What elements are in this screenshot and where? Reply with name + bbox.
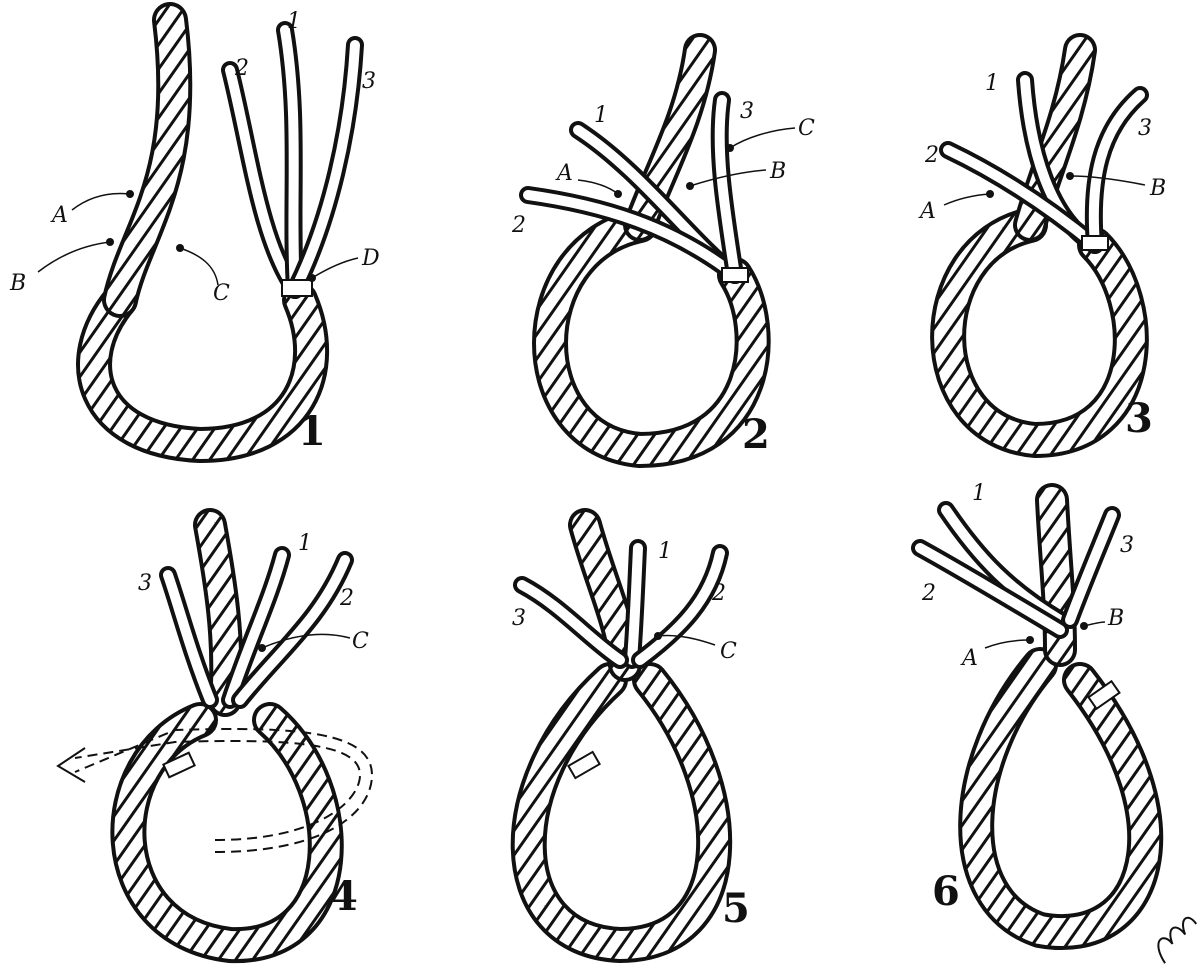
step-number: 3 xyxy=(1125,395,1153,442)
point-marker xyxy=(654,632,662,640)
point-label: B xyxy=(769,159,786,184)
strand-label: 3 xyxy=(512,606,526,631)
step-number: 6 xyxy=(932,868,960,915)
standing-part xyxy=(210,525,226,700)
rope-eye-loop xyxy=(529,680,714,945)
point-label: C xyxy=(352,629,369,654)
whipping xyxy=(1082,236,1108,250)
point-label: B xyxy=(1149,176,1166,201)
strand-label: 1 xyxy=(658,539,672,564)
whipping xyxy=(568,752,599,778)
panel-6: 1 2 3 A B 6 xyxy=(920,481,1145,932)
point-marker xyxy=(308,274,316,282)
strand-label: 1 xyxy=(972,481,986,506)
step-number: 1 xyxy=(298,408,326,455)
strand-label: 2 xyxy=(921,581,936,606)
strand-label: 2 xyxy=(511,213,526,238)
strand-label: 3 xyxy=(1120,533,1134,558)
step-number: 2 xyxy=(742,411,770,458)
strand-label: 3 xyxy=(362,69,376,94)
whipping xyxy=(282,280,312,296)
panel-3: 1 2 3 A B 3 xyxy=(918,50,1166,442)
point-label: A xyxy=(555,161,573,186)
standing-part xyxy=(120,20,174,300)
strand-label: 2 xyxy=(924,143,939,168)
strand-label: 3 xyxy=(138,571,152,596)
point-label: D xyxy=(361,246,380,271)
panel-1: 1 2 3 A B C D 1 xyxy=(9,9,380,455)
panel-4: 1 2 3 C 4 xyxy=(58,525,372,945)
rope-eye-loop xyxy=(128,720,325,945)
unlaid-strands xyxy=(920,510,1112,630)
point-marker xyxy=(726,144,734,152)
point-label: A xyxy=(918,199,936,224)
point-marker xyxy=(1066,172,1074,180)
point-marker xyxy=(614,190,622,198)
point-marker xyxy=(176,244,184,252)
point-label: C xyxy=(213,281,230,306)
strand-label: 2 xyxy=(339,586,354,611)
step-number: 5 xyxy=(722,885,750,932)
unlaid-strands xyxy=(168,555,345,700)
point-label: B xyxy=(9,271,26,296)
point-label: B xyxy=(1107,606,1124,631)
artist-signature xyxy=(1151,911,1197,965)
rope-eye-loop xyxy=(94,300,311,445)
strand-label: 3 xyxy=(1138,116,1152,141)
unlaid-strands xyxy=(528,100,735,275)
rope-eye-loop xyxy=(976,665,1145,932)
point-marker xyxy=(1080,622,1088,630)
strand-label: 2 xyxy=(234,56,249,81)
point-label: A xyxy=(50,203,68,228)
strand-label: 1 xyxy=(594,103,608,128)
strand-label: 3 xyxy=(740,99,754,124)
panel-5: 1 2 3 C 5 xyxy=(512,525,750,945)
rope-eye-loop xyxy=(948,225,1131,440)
point-label: C xyxy=(720,639,737,664)
point-marker xyxy=(106,238,114,246)
strand-label: 1 xyxy=(985,71,999,96)
point-marker xyxy=(258,644,266,652)
point-label: A xyxy=(960,646,978,671)
point-marker xyxy=(1026,636,1034,644)
whipping xyxy=(722,268,748,282)
point-marker xyxy=(686,182,694,190)
step-number: 4 xyxy=(330,873,358,920)
point-label: C xyxy=(798,116,815,141)
point-marker xyxy=(126,190,134,198)
point-marker xyxy=(986,190,994,198)
strand-label: 1 xyxy=(298,531,312,556)
strand-label: 2 xyxy=(711,581,726,606)
strand-label: 1 xyxy=(287,9,301,34)
panel-2: 1 2 3 A B C 2 xyxy=(511,50,815,458)
